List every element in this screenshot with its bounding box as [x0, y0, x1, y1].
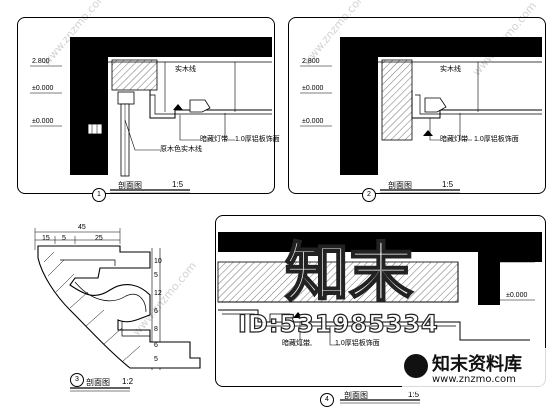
level-label: 2.800	[302, 58, 320, 65]
section-scale: 1:5	[442, 180, 454, 189]
section-drawing-3	[34, 228, 201, 392]
section-title: 剖面图	[388, 181, 412, 190]
section-title: 剖面图	[86, 378, 110, 387]
annotation-note: 暗藏灯带	[440, 136, 468, 143]
brand-mark-icon	[404, 354, 428, 378]
level-label: ±0.000	[302, 118, 324, 125]
brand-logo: 知末资料库 www.znzmo.com	[402, 348, 552, 392]
dimension-label: 6	[154, 308, 158, 315]
annotation-note: 1.0厚铝板饰面	[474, 136, 519, 143]
dimension-label: 8	[154, 326, 158, 333]
section-number-badge: 2	[362, 188, 376, 202]
level-label: ±0.000	[302, 85, 324, 92]
level-label: 2.800	[506, 254, 524, 261]
level-label: ±0.000	[32, 85, 54, 92]
watermark-logo-text: 知末	[284, 236, 414, 312]
section-number-badge: 3	[70, 373, 84, 387]
annotation-note: 1.0厚铝板饰面	[235, 136, 280, 143]
annotation-note: 实木线	[440, 66, 461, 73]
annotation-note: 1.0厚铝板饰面	[335, 340, 380, 347]
dimension-label: 6	[154, 342, 158, 349]
section-title: 剖面图	[118, 181, 142, 190]
annotation-note: 实木线	[175, 66, 196, 73]
section-scale: 1:5	[172, 180, 184, 189]
dimension-label: 15	[42, 235, 50, 242]
brand-url: www.znzmo.com	[432, 374, 516, 385]
watermark-id: ID:531985334	[237, 309, 439, 338]
section-number-badge: 1	[92, 188, 106, 202]
annotation-note: 暗藏灯带	[282, 340, 310, 347]
level-label: 2.800	[32, 58, 50, 65]
annotation-note: 暗藏灯带	[200, 136, 228, 143]
section-scale: 1:5	[408, 390, 420, 399]
section-drawing-2	[300, 37, 542, 194]
dimension-label: 10	[154, 258, 162, 265]
section-number-badge: 4	[320, 393, 334, 407]
level-label: ±0.000	[506, 292, 528, 299]
section-scale: 1:2	[122, 377, 134, 386]
section-drawing-4	[217, 232, 542, 404]
brand-name: 知末资料库	[432, 354, 522, 375]
dimension-label: 25	[95, 235, 103, 242]
dimension-label: 45	[78, 224, 86, 231]
section-drawing-1	[30, 37, 272, 194]
level-label: ±0.000	[32, 118, 54, 125]
section-title: 剖面图	[344, 391, 368, 400]
dimension-label: 5	[154, 356, 158, 363]
annotation-note: 原木色实木线	[160, 146, 202, 153]
dimension-label: 5	[62, 235, 66, 242]
dimension-label: 12	[154, 290, 162, 297]
dimension-label: 5	[154, 272, 158, 279]
